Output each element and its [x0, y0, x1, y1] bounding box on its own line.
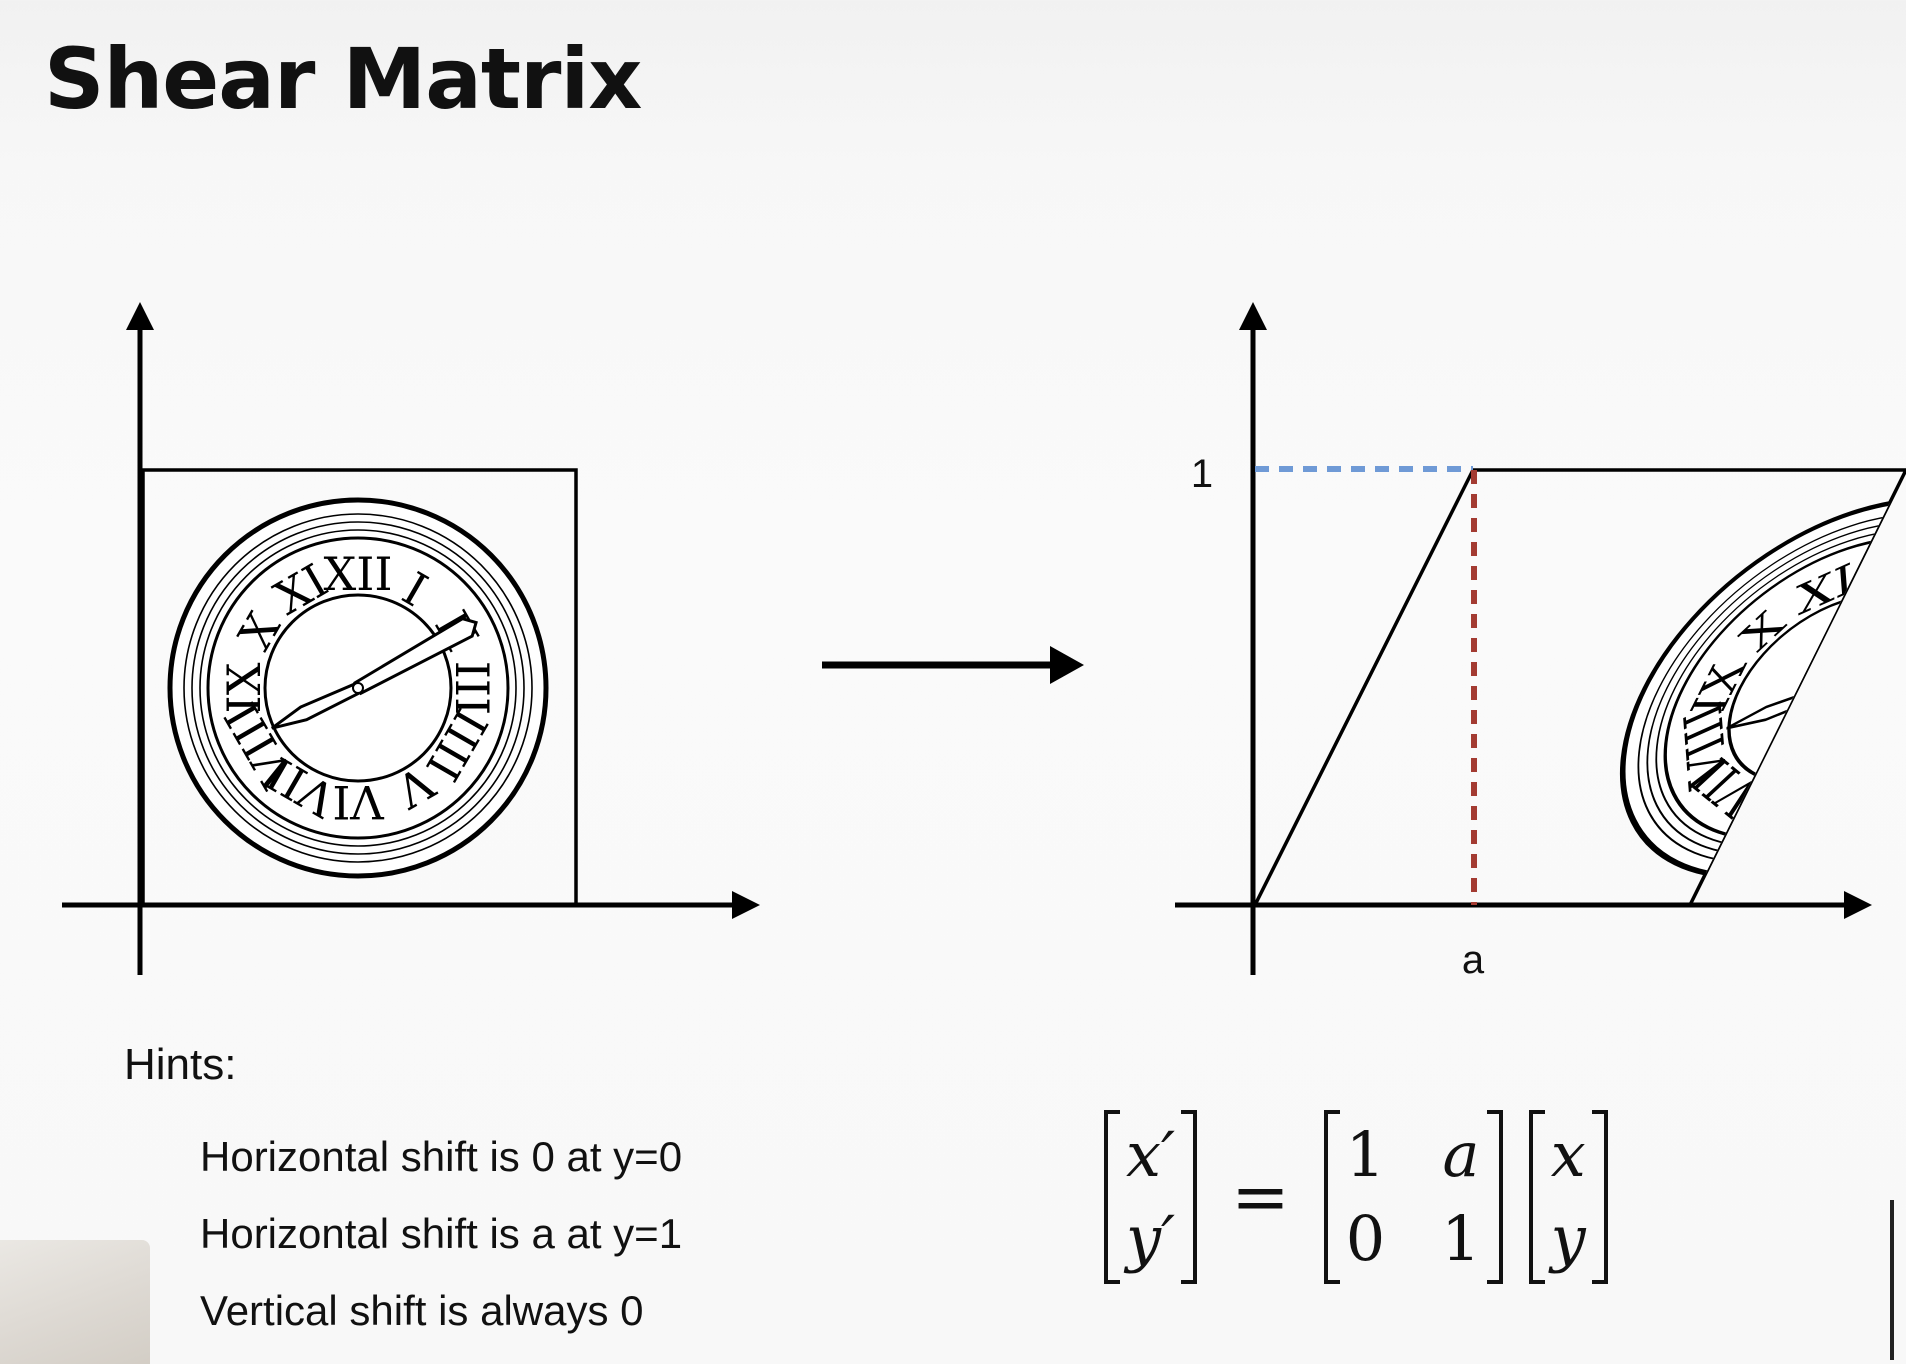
equals-sign: =: [1231, 1156, 1290, 1238]
clock-numeral: IX: [217, 662, 271, 713]
shear-amount-label: a: [1462, 938, 1485, 982]
original-clock: XIIIIIIIIIIIIVVIVIIVIIIIXXXI: [167, 497, 549, 879]
hint-item: Horizontal shift is a at y=1: [200, 1210, 683, 1257]
shear-equation: x′ y′ = 1 0 a 1 x y: [1104, 1110, 1608, 1284]
slide-title: Shear Matrix: [44, 30, 642, 128]
hint-item: Vertical shift is always 0: [200, 1287, 644, 1334]
clock-numeral: V: [1819, 754, 1861, 818]
original-y-axis-arrowhead: [126, 302, 154, 330]
sheared-parallelogram: [1252, 468, 1906, 907]
clock-numeral: XII: [323, 547, 392, 601]
unit-square: [141, 468, 578, 907]
matrix-cell: a: [1442, 1118, 1480, 1191]
sheared-clock: XIIIIIIIIIIIIVVIVIIVIIIIXXXI: [1619, 497, 1906, 879]
input-y: y: [1550, 1202, 1586, 1275]
sheared-x-axis-arrowhead: [1844, 891, 1872, 919]
matrix-cell: 1: [1441, 1202, 1481, 1275]
clock-minute-hand: [1830, 617, 1906, 696]
input-vector: x y: [1528, 1110, 1608, 1284]
clock-numeral: VI: [332, 775, 384, 829]
output-y: y′: [1126, 1202, 1176, 1275]
shear-matrix: 1 0 a 1: [1323, 1110, 1503, 1284]
matrix-cell: 0: [1345, 1202, 1386, 1275]
output-x: x′: [1126, 1118, 1176, 1191]
matrix-cell: 1: [1345, 1118, 1386, 1191]
side-widget: [1890, 1200, 1906, 1360]
video-thumbnail-overlay: [0, 1240, 150, 1364]
hint-item: Horizontal shift is 0 at y=0: [200, 1133, 683, 1180]
hints-heading: Hints:: [124, 1040, 237, 1089]
clock-numeral: IIII: [1853, 700, 1906, 790]
height-label: 1: [1191, 452, 1213, 496]
hints-box: Hints: Horizontal shift is 0 at y=0 Hori…: [124, 1040, 682, 1349]
input-x: x: [1550, 1118, 1586, 1191]
clock-numeral: III: [445, 661, 499, 716]
hint-list: Horizontal shift is 0 at y=0 Horizontal …: [124, 1118, 682, 1349]
transform-arrow: [822, 646, 1084, 684]
output-vector: x′ y′: [1104, 1110, 1198, 1284]
original-x-axis-arrowhead: [732, 891, 760, 919]
sheared-y-axis-arrowhead: [1239, 302, 1267, 330]
